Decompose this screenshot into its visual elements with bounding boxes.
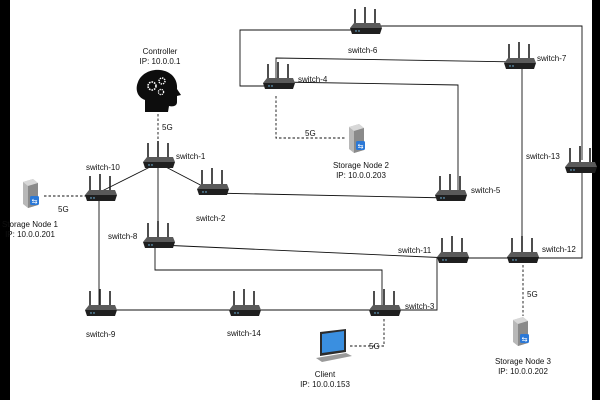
client-ip: IP: 10.0.0.153 (300, 380, 350, 389)
switch-4-label: switch-4 (298, 75, 328, 84)
server-icon (349, 124, 365, 153)
switch-9-label: switch-9 (86, 330, 116, 339)
storage-node-1[interactable]: Storage Node 1 IP: 10.0.0.201 (2, 179, 59, 239)
storage-node-2-ip: IP: 10.0.0.203 (336, 171, 386, 180)
storage-node-3-name: Storage Node 3 (495, 357, 552, 366)
switch-2-node[interactable]: switch-2 (196, 167, 230, 223)
client-node[interactable]: Client IP: 10.0.0.153 (300, 329, 352, 389)
switch-12-label: switch-12 (542, 245, 576, 254)
storage1-link-label: 5G (58, 205, 69, 214)
storage2-link-label: 5G (305, 129, 316, 138)
client-link (350, 318, 385, 347)
storage-node-1-ip: IP: 10.0.0.201 (5, 230, 55, 239)
gear-icon (147, 81, 157, 91)
switch-9-node[interactable]: switch-9 (84, 288, 118, 339)
storage-node-3[interactable]: Storage Node 3 IP: 10.0.0.202 (495, 317, 552, 376)
link-s7-s4 (275, 57, 523, 82)
switch-10-label: switch-10 (86, 163, 120, 172)
switch-13-label: switch-13 (526, 152, 560, 161)
switch-1-node[interactable]: switch-1 (142, 140, 206, 169)
storage-node-1-name: Storage Node 1 (2, 220, 59, 229)
switch-7-node[interactable]: switch-7 (503, 41, 567, 70)
controller-link-label: 5G (162, 123, 173, 132)
link-s2-s5 (211, 192, 451, 199)
server-icon (513, 317, 529, 346)
client-name: Client (315, 370, 336, 379)
storage-node-3-ip: IP: 10.0.0.202 (498, 367, 548, 376)
link-s11-s3 (385, 258, 438, 311)
storage3-link-label: 5G (527, 290, 538, 299)
storage-node-2-name: Storage Node 2 (333, 161, 390, 170)
switch-5-node[interactable]: switch-5 (434, 173, 501, 202)
switch-13-node[interactable]: switch-13 (526, 145, 598, 174)
gear-icon (157, 88, 165, 96)
link-s8-s11 (159, 244, 451, 259)
storage2-link (275, 96, 346, 139)
switch-1-label: switch-1 (176, 152, 206, 161)
switch-2-label: switch-2 (196, 214, 226, 223)
switch-14-node[interactable]: switch-14 (227, 288, 262, 338)
laptop-icon (316, 329, 352, 362)
link-s5-s4 (277, 81, 459, 198)
storage-node-2[interactable]: Storage Node 2 IP: 10.0.0.203 (333, 124, 390, 180)
link-s12-s13 (520, 168, 583, 259)
switch-12-node[interactable]: switch-12 (506, 235, 576, 264)
switch-7-label: switch-7 (537, 54, 567, 63)
switch-4-node[interactable]: switch-4 (262, 61, 328, 90)
switch-14-label: switch-14 (227, 329, 261, 338)
links (98, 25, 583, 311)
switch-8-label: switch-8 (108, 232, 138, 241)
controller-name: Controller (143, 47, 178, 56)
switch-5-label: switch-5 (471, 186, 501, 195)
switch-3-label: switch-3 (405, 302, 435, 311)
switch-8-node[interactable]: switch-8 (108, 220, 176, 249)
switch-11-label: switch-11 (398, 246, 432, 255)
client-link-label: 5G (369, 342, 380, 351)
switch-3-node[interactable]: switch-3 (368, 288, 435, 317)
switch-11-node[interactable]: switch-11 (398, 235, 470, 264)
switch-6-node[interactable]: switch-6 (348, 6, 383, 55)
controller-ip: IP: 10.0.0.1 (140, 57, 181, 66)
switch-6-label: switch-6 (348, 46, 378, 55)
link-s6-s4 (239, 29, 365, 87)
link-s13-s6 (365, 25, 583, 160)
switch-10-node[interactable]: switch-10 (84, 163, 120, 202)
controller-node[interactable]: Controller IP: 10.0.0.1 (136, 47, 181, 112)
gear-icon (158, 77, 166, 85)
server-icon (23, 179, 39, 208)
